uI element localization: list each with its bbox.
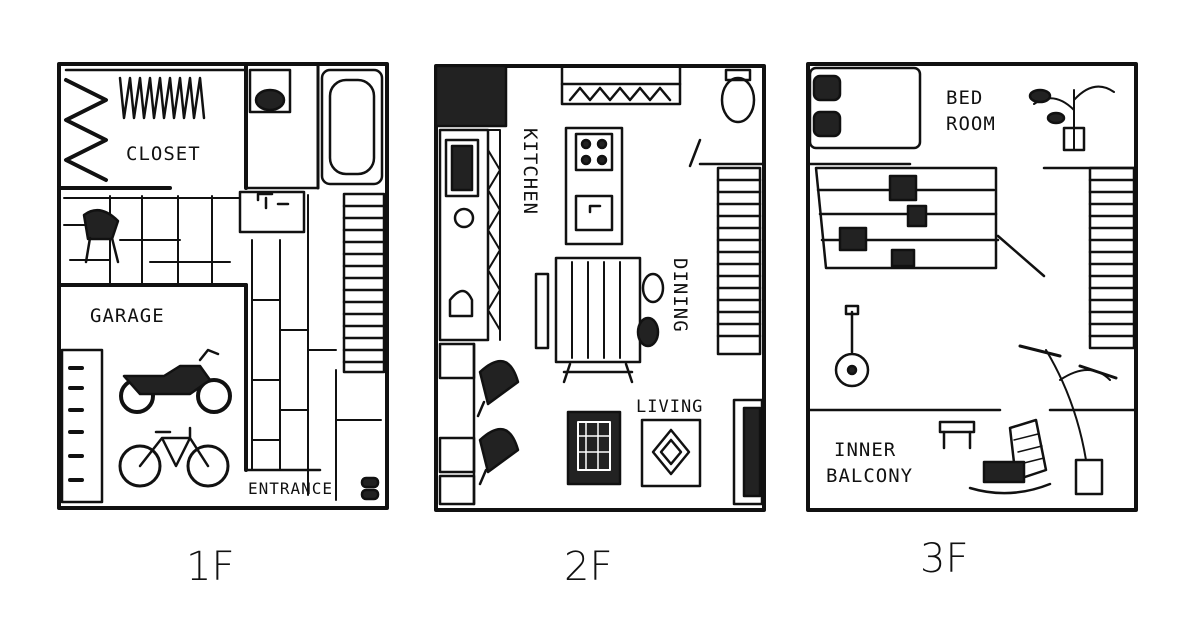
- room-label-balcony: BALCONY: [826, 465, 913, 487]
- bicycle-icon: [118, 426, 230, 488]
- fridge-icon: [444, 138, 480, 198]
- bathtub-icon: [320, 68, 384, 186]
- clothes-rack-icon: [64, 68, 246, 182]
- kitchen-counter-left: [438, 128, 501, 342]
- table-icon: [534, 256, 665, 384]
- shelf-icon: [60, 348, 104, 504]
- motorcycle-icon: [119, 348, 232, 414]
- floor-label-1f: 1F: [186, 544, 234, 590]
- storage-cabinets: [438, 342, 476, 506]
- armchair-icon: [566, 410, 622, 486]
- room-label-bed: BED: [946, 87, 983, 109]
- stairs-icon: [342, 192, 386, 374]
- room-label-dining: DINING: [669, 258, 691, 333]
- room-label-garage: GARAGE: [90, 305, 165, 327]
- bookshelf-icon: [814, 166, 1046, 278]
- pot-icon: [453, 207, 475, 229]
- kitchen-counter-top: [560, 64, 682, 106]
- room-label-closet: CLOSET: [126, 143, 201, 165]
- plant-icon: [1018, 344, 1118, 496]
- rocking-chair-icon: [968, 418, 1052, 495]
- kettle-icon: [448, 289, 474, 318]
- guitar-icon: [834, 304, 870, 388]
- floor-3f-outline: [806, 62, 1138, 512]
- stairs-icon: [716, 166, 762, 356]
- floor-1f-plan: CLOSET GARAGE ENTRANCE 1F: [57, 62, 389, 590]
- chair-icon: [476, 359, 520, 486]
- floor-label-3f: 3F: [920, 536, 968, 582]
- rug-icon: [640, 418, 702, 488]
- stove-icon: [564, 126, 624, 246]
- room-label-living: LIVING: [636, 397, 703, 417]
- bed-icon: [808, 66, 922, 150]
- toilet-icon: [720, 68, 756, 124]
- shoes-icon: [360, 476, 380, 501]
- chair-icon: [82, 208, 120, 264]
- kitchen-cabinet: [434, 64, 508, 128]
- floor-2f-plan: KITCHEN DINING LIVING 2F: [434, 64, 766, 590]
- floor-label-2f: 2F: [564, 544, 612, 590]
- toilet-icon: [248, 68, 292, 114]
- stool-icon: [938, 420, 976, 450]
- tv-icon: [732, 398, 764, 506]
- floor-3f-plan: BED ROOM INNER BALCONY 3F: [806, 62, 1138, 582]
- room-label-room: ROOM: [946, 113, 996, 135]
- room-label-entrance: ENTRANCE: [248, 479, 333, 498]
- room-label-inner: INNER: [834, 439, 896, 461]
- stairs-icon: [1088, 166, 1136, 350]
- sink-icon: [238, 190, 306, 234]
- room-label-kitchen: KITCHEN: [519, 128, 541, 215]
- plant-icon: [1028, 85, 1115, 152]
